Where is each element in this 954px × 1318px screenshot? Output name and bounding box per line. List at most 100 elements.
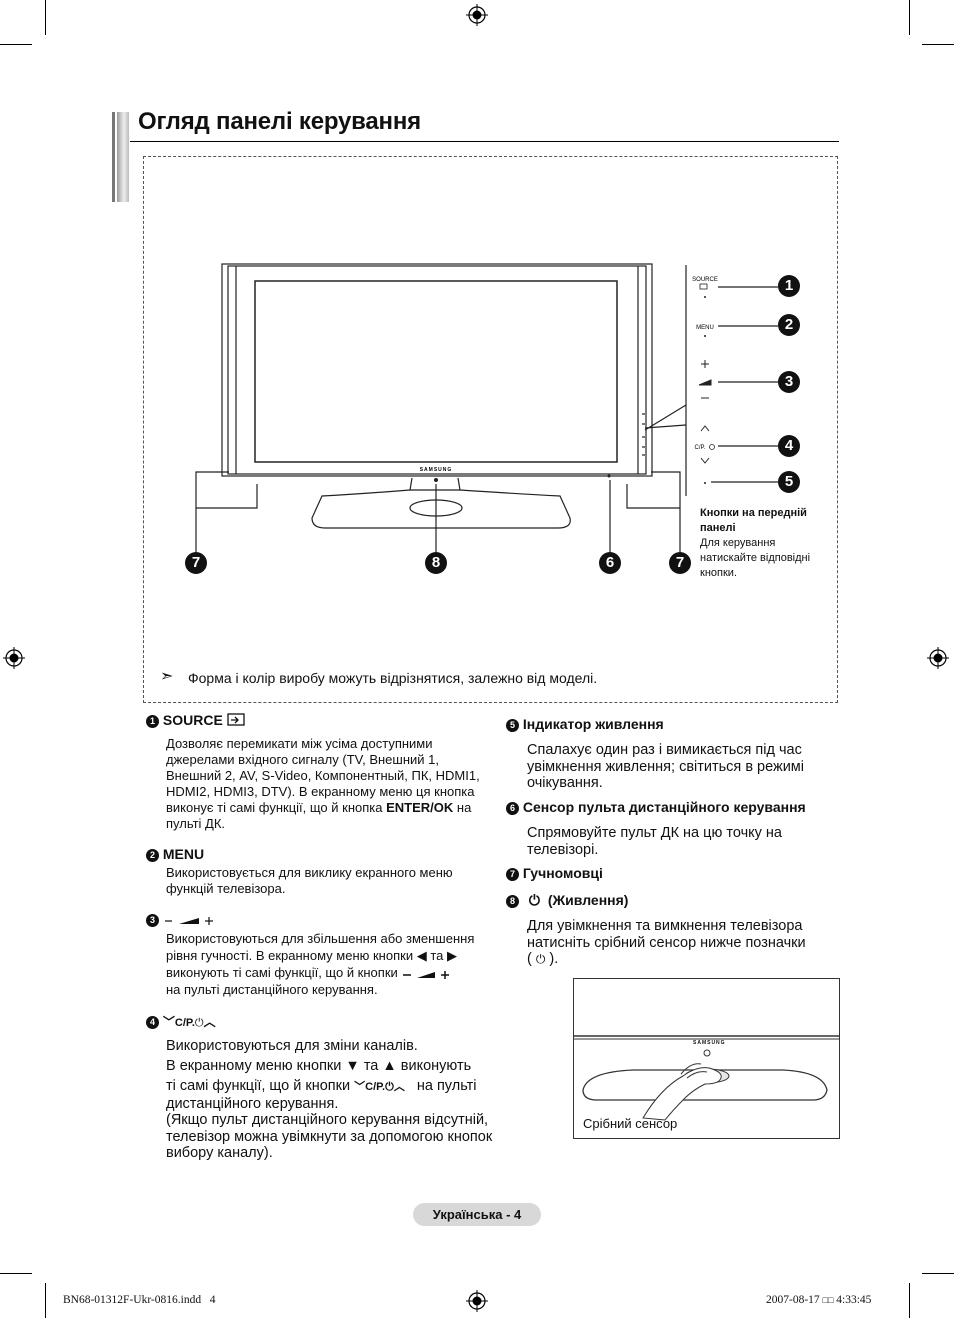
- item-4-line2-a: В екранному меню кнопки: [166, 1057, 342, 1074]
- crop-mark: [45, 1283, 46, 1318]
- item-6-desc: Спрямовуйте пульт ДК на цю точку на теле…: [527, 825, 782, 858]
- printer-date-value: 2007-08-17: [766, 1294, 820, 1306]
- item-8-paren-l: (: [527, 951, 532, 967]
- callout-4: 4: [778, 435, 800, 457]
- printer-time: 4:33:45: [836, 1294, 872, 1306]
- panel-source-label: SOURCE: [692, 277, 718, 283]
- item-3-text-b: виконують ті самі функції, що й кнопки: [166, 965, 398, 980]
- item-4-line3-b: на пульті: [416, 1078, 477, 1094]
- item-6-header: 6 Сенсор пульта дистанційного керування: [506, 799, 806, 815]
- item-5-number: 5: [506, 718, 519, 732]
- item-1-text: Дозволяє перемикати між усіма доступними…: [166, 736, 480, 815]
- item-2-header: 2 MENU: [146, 846, 204, 862]
- item-1-number: 1: [146, 714, 159, 728]
- inset-brand: SAMSUNG: [693, 1040, 726, 1046]
- registration-mark-icon: [466, 4, 488, 26]
- channel-up-icon: ︿: [203, 1015, 216, 1029]
- right-arrow-icon: ▶: [447, 948, 458, 963]
- item-1-desc: Дозволяє перемикати між усіма доступними…: [166, 736, 496, 832]
- volume-icon: [403, 970, 450, 979]
- item-1-bold: ENTER/OK: [386, 800, 454, 815]
- item-4-cp: C/P.: [174, 1017, 195, 1029]
- item-3-number: 3: [146, 913, 159, 927]
- registration-mark-icon: [927, 647, 949, 669]
- item-4-ta: та: [363, 1057, 379, 1074]
- item-2-title: MENU: [162, 846, 205, 862]
- down-triangle-icon: ▼: [345, 1057, 360, 1074]
- power-icon: ⏻: [528, 892, 540, 908]
- item-4-desc: Використовуються для зміни каналів. В ек…: [166, 1038, 502, 1162]
- panel-note: Кнопки на передній панелі Для керування …: [700, 506, 820, 581]
- item-8-paren-r: ).: [549, 951, 559, 967]
- printer-date: 2007-08-17 □□ 4:33:45: [766, 1294, 871, 1306]
- panel-cp-label: C/P.: [695, 445, 706, 451]
- callout-7-left: 7: [185, 552, 207, 574]
- item-4-line1: Використовуються для зміни каналів.: [166, 1038, 418, 1054]
- crop-mark: [909, 0, 910, 35]
- crop-mark: [922, 1273, 954, 1274]
- callout-7-right: 7: [669, 552, 691, 574]
- callout-3: 3: [778, 371, 800, 393]
- panel-note-body: Для керування натискайте відповідні кноп…: [700, 537, 811, 579]
- volume-icon: [164, 917, 213, 926]
- item-4-line2: В екранному меню кнопки ▼ та ▲ виконують: [166, 1058, 502, 1075]
- title-rule: [130, 141, 839, 142]
- item-4-header: 4 ﹀C/P.⏻︿: [146, 1013, 216, 1030]
- callout-2: 2: [778, 314, 800, 336]
- item-3-text-c: на пульті дистанційного керування.: [166, 982, 378, 997]
- item-4-line2-b: виконують: [400, 1057, 472, 1074]
- item-8-number: 8: [506, 894, 519, 908]
- registration-mark-icon: [3, 647, 25, 669]
- item-4-line3: ті самі функції, що й кнопки ﹀C/P.⏻︿ на …: [166, 1078, 502, 1096]
- panel-menu-label: MENU: [696, 325, 714, 331]
- item-4-line5: (Якщо пульт дистанційного керування відс…: [166, 1112, 493, 1161]
- note-arrow-icon: ➣: [160, 668, 174, 685]
- item-3-ta: та: [430, 948, 444, 963]
- printer-file: BN68-01312F-Ukr-0816.indd 4: [63, 1294, 216, 1306]
- item-3-desc: Використовуються для збільшення або змен…: [166, 930, 500, 998]
- panel-note-title: Кнопки на передній панелі: [700, 507, 807, 534]
- crop-mark: [45, 0, 46, 35]
- item-8-header: 8 ⏻ (Живлення): [506, 892, 628, 909]
- power-sensor-illustration: [573, 978, 840, 1139]
- item-8-desc: Для увімкнення та вимкнення телевізора н…: [527, 918, 827, 968]
- callout-6: 6: [599, 552, 621, 574]
- tv-diagram: SOURCE MENU C/P. SAMSUNG: [195, 263, 778, 552]
- channel-down-icon: ﹀: [162, 1015, 175, 1029]
- item-1-tail: на пульті ДК.: [166, 800, 472, 831]
- inset-caption: Срібний сенсор: [583, 1116, 678, 1131]
- power-icon: ⏻: [194, 1017, 204, 1029]
- item-3-text-a: Використовуються для збільшення або змен…: [166, 931, 475, 963]
- item-8-title: (Живлення): [547, 892, 629, 908]
- source-icon: [227, 713, 245, 726]
- power-icon: ⏻: [535, 952, 546, 966]
- crop-mark: [909, 1283, 910, 1318]
- model-note: Форма і колір виробу можуть відрізнятися…: [188, 670, 598, 686]
- tv-brand: SAMSUNG: [420, 467, 453, 473]
- up-triangle-icon: ▲: [382, 1057, 397, 1074]
- item-4-line3-a: ті самі функції, що й кнопки: [166, 1078, 351, 1094]
- item-2-number: 2: [146, 848, 159, 862]
- item-4-line4: дистанційного керування.: [166, 1095, 339, 1112]
- item-6-number: 6: [506, 801, 519, 815]
- channel-buttons-icon: ﹀C/P.⏻︿: [354, 1081, 405, 1093]
- item-6-title: Сенсор пульта дистанційного керування: [522, 799, 806, 815]
- item-3-header: 3: [146, 911, 221, 927]
- page-number: Українська - 4: [413, 1203, 541, 1226]
- item-5-title: Індикатор живлення: [522, 716, 664, 732]
- left-arrow-icon: ◀: [416, 948, 427, 963]
- callout-5: 5: [778, 471, 800, 493]
- item-7-title: Гучномовці: [522, 865, 603, 881]
- item-4-number: 4: [146, 1015, 159, 1029]
- item-1-header: 1 SOURCE: [146, 712, 245, 728]
- item-1-title: SOURCE: [162, 712, 223, 728]
- diagram-frame: [143, 156, 838, 703]
- crop-mark: [922, 44, 954, 45]
- item-8-text: Для увімкнення та вимкнення телевізора н…: [527, 918, 806, 951]
- item-7-number: 7: [506, 867, 519, 881]
- printer-date-glyphs: □□: [822, 1295, 834, 1305]
- registration-mark-icon: [466, 1290, 488, 1312]
- item-5-desc: Спалахує один раз і вимикається під час …: [527, 742, 805, 791]
- crop-mark: [0, 44, 32, 45]
- item-7-header: 7 Гучномовці: [506, 865, 603, 881]
